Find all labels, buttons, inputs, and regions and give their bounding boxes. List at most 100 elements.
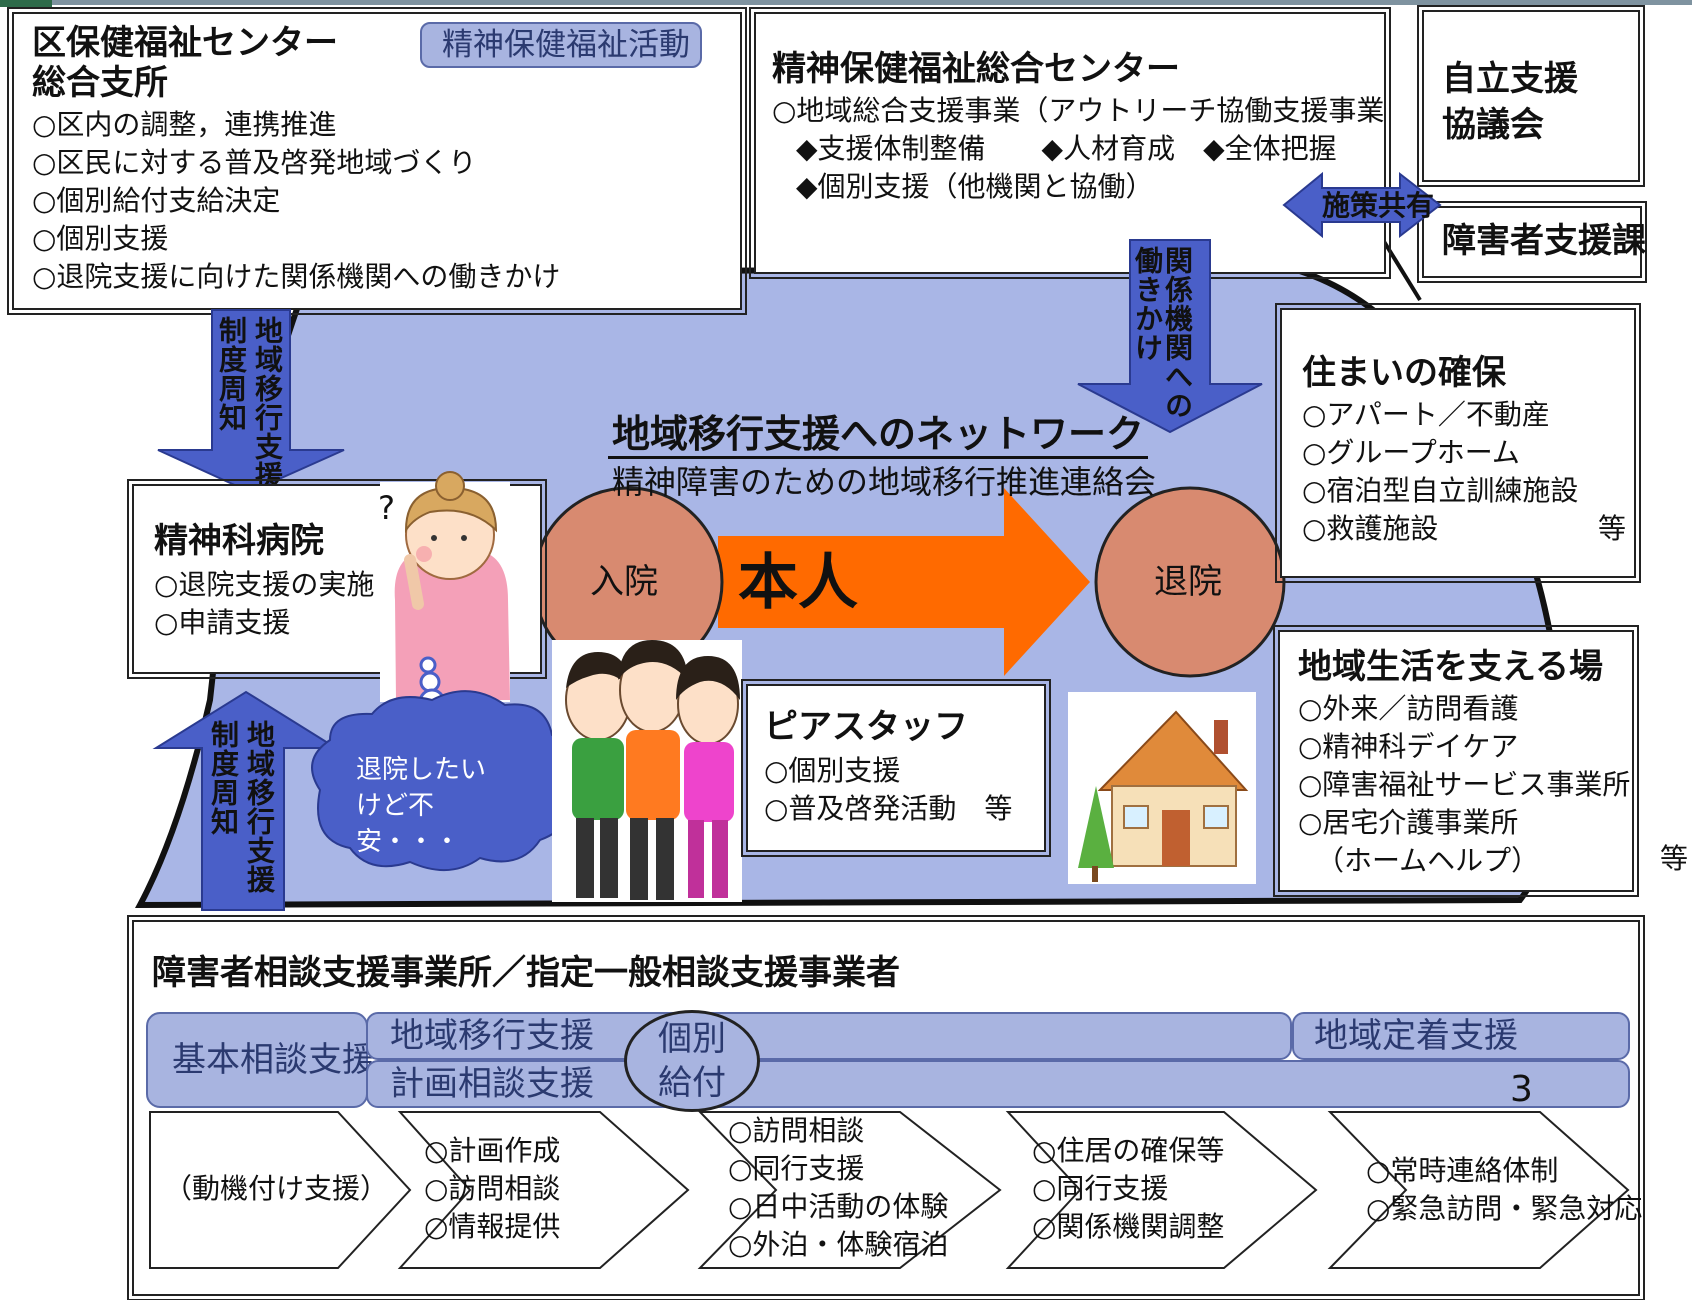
step-line: ○同行支援 (1032, 1172, 1169, 1205)
step-5: ○常時連絡体制 ○緊急訪問・緊急対応 (1366, 1152, 1642, 1228)
community-life-item: ○外来／訪問看護 (1298, 692, 1519, 725)
hospital-item: ○退院支援の実施 (154, 568, 375, 601)
step-line: ○常時連絡体制 (1366, 1154, 1559, 1187)
admission-label: 入院 (590, 562, 658, 602)
cloud-text: 退院したい けど不 安・・・ (356, 752, 486, 860)
page-number: 3 (1510, 1069, 1533, 1110)
step-line: ○計画作成 (424, 1134, 561, 1167)
mental-center-item: ◆支援体制整備 ◆人材育成 ◆全体把握 (796, 132, 1337, 165)
mental-center-title: 精神保健福祉総合センター (772, 49, 1180, 89)
basic-consultation-pill: 基本相談支援 (146, 1012, 376, 1108)
step-4: ○住居の確保等 ○同行支援 ○関係機関調整 (1032, 1132, 1224, 1246)
housing-item: ○宿泊型自立訓練施設 (1302, 474, 1579, 507)
policy-share-arrow (1282, 171, 1442, 239)
step-3: ○訪問相談 ○同行支援 ○日中活動の体験 ○外泊・体験宿泊 (728, 1112, 948, 1264)
network-subtitle: 精神障害のための地域移行推進連絡会 (612, 463, 1157, 501)
ward-center-items: ○区内の調整，連携推進 ○区民に対する普及啓発地域づくり ○個別給付支給決定 ○… (32, 106, 560, 296)
work-on-agencies-label: 関係機関への働きかけ (1131, 246, 1194, 446)
settlement-support-pill: 地域定着支援 (1292, 1012, 1630, 1060)
mental-center-item: ○地域総合支援事業（アウトリーチ協働支援事業） (772, 94, 1386, 127)
transition-bottom-col2: 制度周知 (207, 720, 240, 836)
ward-center-item: ○退院支援に向けた関係機関への働きかけ (32, 260, 561, 293)
ward-center-item: ○個別支援 (32, 222, 169, 255)
community-life-box: 地域生活を支える場 ○外来／訪問看護 ○精神科デイケア ○障害福祉サービス事業所… (1273, 625, 1639, 897)
step-line: ○日中活動の体験 (728, 1190, 949, 1223)
peer-staff-title: ピアスタッフ (764, 707, 968, 747)
housing-item: ○アパート／不動産 (1302, 398, 1550, 431)
transition-notice-bottom-arrow (152, 690, 340, 911)
corner-mark (0, 0, 52, 7)
peer-staff-box: ピアスタッフ ○個別支援 ○普及啓発活動 等 (741, 679, 1051, 857)
woman-illustration (380, 471, 510, 716)
cloud-line: 退院したい (356, 755, 487, 785)
settlement-support-label: 地域定着支援 (1314, 1016, 1518, 1056)
step-chevron (149, 1111, 412, 1269)
peer-staff-item: ○個別支援 (764, 754, 901, 787)
step-chevron (1005, 1111, 1318, 1269)
mental-activity-tag: 精神保健福祉活動 (420, 22, 702, 68)
discharge-label: 退院 (1154, 562, 1222, 602)
community-life-etc: 等 (1660, 842, 1689, 875)
individual-benefit-line2: 給付 (658, 1063, 726, 1103)
housing-title: 住まいの確保 (1302, 353, 1506, 393)
step-line: ○関係機関調整 (1032, 1210, 1225, 1243)
step-line: ○緊急訪問・緊急対応 (1366, 1192, 1643, 1225)
council-box: 自立支援協議会 (1417, 5, 1645, 187)
transition-top-col2: 制度周知 (215, 316, 248, 432)
policy-share-label: 施策共有 (1322, 189, 1435, 222)
person-arrow (718, 488, 1090, 676)
council-label: 自立支援協議会 (1442, 59, 1578, 145)
house-illustration (1068, 692, 1256, 884)
step-chevron (1327, 1111, 1630, 1269)
ward-center-title-2: 総合支所 (32, 63, 168, 103)
discharge-circle (1094, 486, 1286, 678)
step-chevron (697, 1111, 1002, 1269)
housing-box: 住まいの確保 ○アパート／不動産 ○グループホーム ○宿泊型自立訓練施設 ○救護… (1275, 303, 1641, 583)
mental-center-box: 精神保健福祉総合センター ○地域総合支援事業（アウトリーチ協働支援事業） ◆支援… (749, 7, 1391, 279)
ward-center-item: ○区内の調整，連携推進 (32, 108, 337, 141)
ward-center-item: ○区民に対する普及啓発地域づくり (32, 146, 477, 179)
transition-bottom-col1: 地域移行支援 (243, 720, 276, 894)
work-on-agencies-arrow (1077, 239, 1263, 434)
work-on-agencies-text: 関係機関への働きかけ (1131, 246, 1194, 420)
mental-center-item: ◆個別支援（他機関と協働） (796, 170, 1154, 203)
cloud-line: 安・・・ (356, 827, 461, 857)
transition-top-col1: 地域移行支援 (251, 316, 284, 490)
ward-center-item: ○個別給付支給決定 (32, 184, 281, 217)
peer-staff-item: ○普及啓発活動 等 (764, 792, 1013, 825)
cloud-line: けど不 (356, 791, 435, 821)
network-title: 地域移行支援へのネットワーク (608, 412, 1149, 459)
ward-center-title-1: 区保健福祉センター (32, 23, 338, 63)
step-line: ○訪問相談 (728, 1114, 865, 1147)
step-line: ○住居の確保等 (1032, 1134, 1225, 1167)
person-label: 本人 (738, 548, 858, 618)
question-mark: ? (378, 489, 395, 527)
hospital-item: ○申請支援 (154, 606, 291, 639)
transition-support-label: 地域移行支援 (390, 1016, 594, 1056)
hospital-title: 精神科病院 (154, 521, 324, 561)
step-line: ○情報提供 (424, 1210, 561, 1243)
community-life-sub: （ホームヘルプ） (1316, 844, 1540, 877)
transition-notice-top: 地域移行支援 制度周知 (214, 316, 294, 516)
community-life-title: 地域生活を支える場 (1298, 647, 1603, 687)
individual-benefit-ellipse: 個別 給付 (624, 1010, 760, 1112)
basic-consultation-label: 基本相談支援 (172, 1040, 376, 1080)
mental-activity-tag-label: 精神保健福祉活動 (442, 27, 690, 63)
step-line: ○訪問相談 (424, 1172, 561, 1205)
transition-notice-bottom: 地域移行支援 制度周知 (204, 720, 284, 920)
housing-item: ○グループホーム (1302, 436, 1520, 469)
planning-support-pill: 計画相談支援 (366, 1060, 1630, 1108)
step-line: （動機付け支援） (164, 1172, 389, 1205)
step-line: ○外泊・体験宿泊 (728, 1228, 949, 1261)
housing-etc: 等 (1598, 512, 1627, 545)
council-link (1378, 233, 1422, 302)
step-1: （動機付け支援） (164, 1170, 388, 1208)
disability-section-label: 障害者支援課 (1442, 221, 1646, 261)
step-chevron (397, 1111, 690, 1269)
step-line: ○同行支援 (728, 1152, 865, 1185)
individual-benefit-line1: 個別 (658, 1019, 726, 1059)
disability-section-box: 障害者支援課 (1417, 201, 1647, 283)
